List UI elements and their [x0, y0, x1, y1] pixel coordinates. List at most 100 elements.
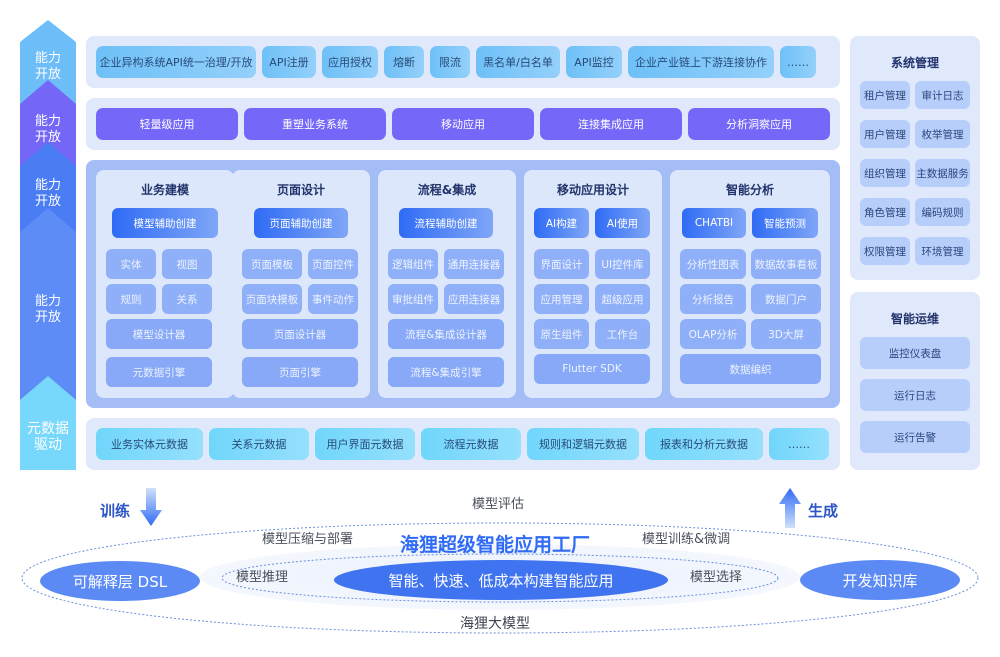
feature-chip[interactable]: 逻辑组件 [388, 249, 438, 279]
model-train-label: 模型训练&微调 [642, 532, 731, 547]
primary-button[interactable]: 智能预测 [752, 208, 818, 238]
column-title: 页面设计 [276, 183, 325, 197]
system-item[interactable]: 审计日志 [915, 81, 970, 109]
ops-item[interactable]: 运行告警 [860, 421, 970, 453]
feature-chip[interactable]: 关系 [162, 284, 212, 314]
metadata-chip[interactable]: 业务实体元数据 [96, 428, 203, 460]
feature-chip[interactable]: 实体 [106, 249, 156, 279]
column-title: 业务建模 [140, 183, 189, 197]
feature-chip[interactable]: 超级应用 [595, 284, 650, 314]
feature-chip[interactable]: 分析性图表 [680, 249, 746, 279]
primary-button[interactable]: AI构建 [534, 208, 589, 238]
metadata-layer: 业务实体元数据 关系元数据 用户界面元数据 流程元数据 规则和逻辑元数据 报表和… [86, 418, 840, 470]
system-item[interactable]: 用户管理 [860, 120, 910, 148]
model-eval-label: 模型评估 [472, 497, 525, 512]
column-mobile-app-design: 移动应用设计 AI构建 AI使用 界面设计 UI控件库 应用管理 超级应用 原生… [524, 170, 662, 398]
feature-chip[interactable]: 页面模板 [242, 249, 302, 279]
system-item[interactable]: 组织管理 [860, 159, 910, 187]
feature-chip[interactable]: UI控件库 [595, 249, 650, 279]
feature-chip[interactable]: 工作台 [595, 319, 650, 349]
metadata-chip[interactable]: 规则和逻辑元数据 [527, 428, 639, 460]
model-select-label: 模型选择 [690, 570, 743, 585]
capability-open-arrow-4: 能力开放 [20, 208, 76, 404]
feature-chip[interactable]: 界面设计 [534, 249, 589, 279]
feature-chip[interactable]: 事件动作 [308, 284, 358, 314]
primary-button[interactable]: 页面辅助创建 [254, 208, 348, 238]
feature-chip-wide[interactable]: Flutter SDK [534, 354, 650, 384]
primary-button[interactable]: AI使用 [595, 208, 650, 238]
feature-chip[interactable]: 通用连接器 [444, 249, 504, 279]
feature-chip-wide[interactable]: 流程&集成设计器 [388, 319, 504, 349]
column-smart-analytics: 智能分析 CHATBI 智能预测 分析性图表 数据故事看板 分析报告 数据门户 … [670, 170, 830, 398]
column-title: 移动应用设计 [556, 183, 629, 197]
feature-chip-wide[interactable]: 数据编织 [680, 354, 821, 384]
api-chip[interactable]: 熔断 [384, 46, 424, 78]
feature-chip-wide[interactable]: 模型设计器 [106, 319, 212, 349]
ops-item[interactable]: 监控仪表盘 [860, 337, 970, 369]
app-chip[interactable]: 移动应用 [392, 108, 534, 140]
core-slogan-pill: 智能、快速、低成本构建智能应用 [334, 560, 668, 600]
base-model-label: 海狸大模型 [460, 616, 530, 632]
column-title: 智能分析 [725, 183, 774, 197]
feature-chip[interactable]: 数据门户 [751, 284, 821, 314]
feature-chip[interactable]: 页面控件 [308, 249, 358, 279]
feature-chip-wide[interactable]: 流程&集成引擎 [388, 357, 504, 387]
api-chip[interactable]: 企业产业链上下游连接协作 [628, 46, 774, 78]
dsl-pill[interactable]: 可解释层 DSL [40, 561, 200, 601]
system-item[interactable]: 枚举管理 [915, 120, 970, 148]
feature-chip[interactable]: 页面块模板 [242, 284, 302, 314]
metadata-chip-more[interactable]: …… [769, 428, 829, 460]
feature-chip-wide[interactable]: 元数据引擎 [106, 357, 212, 387]
api-chip[interactable]: 限流 [430, 46, 470, 78]
api-chip[interactable]: API监控 [566, 46, 622, 78]
feature-chip[interactable]: 审批组件 [388, 284, 438, 314]
feature-chip[interactable]: 原生组件 [534, 319, 589, 349]
metadata-chip[interactable]: 关系元数据 [209, 428, 309, 460]
model-compress-label: 模型压缩与部署 [262, 532, 354, 547]
factory-title: 海狸超级智能应用工厂 [400, 534, 591, 556]
primary-button[interactable]: 流程辅助创建 [399, 208, 493, 238]
feature-chip[interactable]: 规则 [106, 284, 156, 314]
system-item[interactable]: 编码规则 [915, 198, 970, 226]
feature-chip[interactable]: 应用管理 [534, 284, 589, 314]
metadata-chip[interactable]: 用户界面元数据 [315, 428, 415, 460]
app-chip[interactable]: 轻量级应用 [96, 108, 238, 140]
api-chip-more[interactable]: …… [780, 46, 816, 78]
primary-button[interactable]: CHATBI [682, 208, 746, 238]
metadata-chip[interactable]: 报表和分析元数据 [645, 428, 763, 460]
app-chip[interactable]: 分析洞察应用 [688, 108, 830, 140]
knowledge-base-pill[interactable]: 开发知识库 [800, 560, 960, 600]
train-arrow-icon [140, 488, 162, 526]
system-item[interactable]: 权限管理 [860, 237, 910, 265]
model-infer-label: 模型推理 [236, 570, 289, 585]
column-process-integration: 流程&集成 流程辅助创建 逻辑组件 通用连接器 审批组件 应用连接器 流程&集成… [378, 170, 516, 398]
system-management-panel: 系统管理 租户管理 审计日志 用户管理 枚举管理 组织管理 主数据服务 角色管理… [850, 36, 980, 280]
app-chip[interactable]: 重塑业务系统 [244, 108, 386, 140]
feature-chip[interactable]: 3D大屏 [751, 319, 821, 349]
feature-chip[interactable]: 数据故事看板 [751, 249, 821, 279]
system-item[interactable]: 主数据服务 [915, 159, 970, 187]
feature-chip[interactable]: 分析报告 [680, 284, 746, 314]
feature-chip[interactable]: OLAP分析 [680, 319, 746, 349]
app-chip[interactable]: 连接集成应用 [540, 108, 682, 140]
api-chip[interactable]: 应用授权 [322, 46, 378, 78]
api-chip[interactable]: 黑名单/白名单 [476, 46, 560, 78]
system-item[interactable]: 角色管理 [860, 198, 910, 226]
model-foundation-area: 训练 生成 模型评估 模型压缩与部署 模型训练&微调 模型推理 模型选择 海狸超… [0, 480, 1000, 657]
system-item[interactable]: 环境管理 [915, 237, 970, 265]
feature-chip-wide[interactable]: 页面设计器 [242, 319, 358, 349]
feature-chip[interactable]: 视图 [162, 249, 212, 279]
inner-orbit [221, 553, 779, 603]
panel-title: 系统管理 [890, 56, 939, 70]
feature-chip-wide[interactable]: 页面引擎 [242, 357, 358, 387]
outer-orbit [21, 522, 979, 634]
generate-label: 生成 [808, 502, 839, 520]
api-chip[interactable]: 企业异构系统API统一治理/开放 [96, 46, 256, 78]
api-chip[interactable]: API注册 [262, 46, 316, 78]
system-item[interactable]: 租户管理 [860, 81, 910, 109]
application-layer: 轻量级应用 重塑业务系统 移动应用 连接集成应用 分析洞察应用 [86, 98, 840, 150]
feature-chip[interactable]: 应用连接器 [444, 284, 504, 314]
ops-item[interactable]: 运行日志 [860, 379, 970, 411]
metadata-chip[interactable]: 流程元数据 [421, 428, 521, 460]
primary-button[interactable]: 模型辅助创建 [112, 208, 218, 238]
